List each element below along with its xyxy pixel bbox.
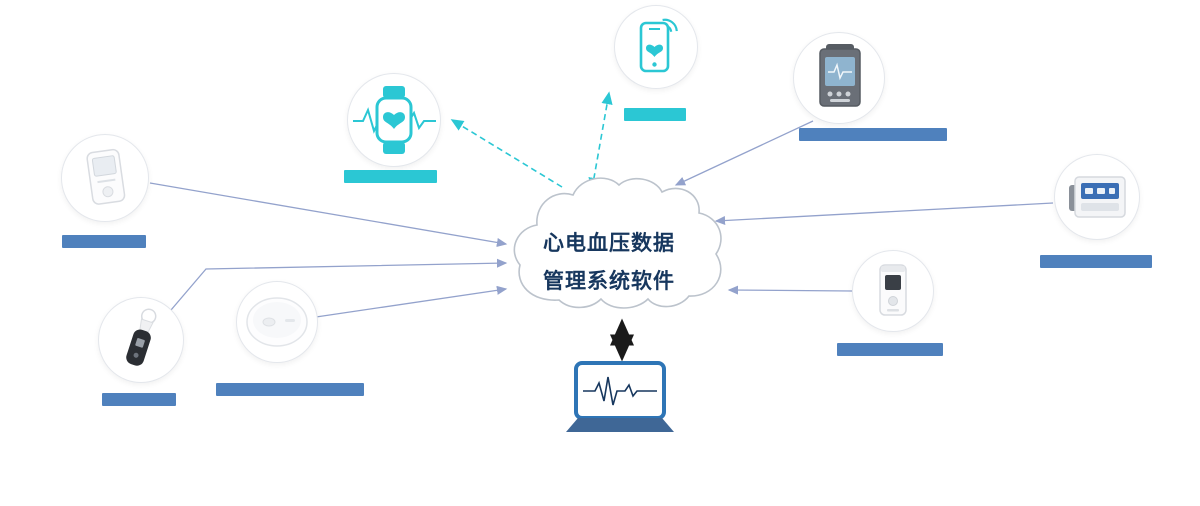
connector-ear-thermometer-to-cloud (170, 258, 508, 311)
wearable-patch-icon (246, 297, 308, 347)
node-smartwatch (347, 73, 441, 167)
patient-monitor-icon (819, 44, 861, 107)
label-smartwatch (344, 170, 437, 183)
node-holter-recorder (852, 250, 934, 332)
connector-bp-monitor-to-cloud (714, 202, 1054, 226)
node-blood-pressure-monitor (1054, 154, 1140, 240)
handheld-ecg-device-icon (86, 148, 126, 205)
node-patient-monitor (793, 32, 885, 124)
cloud-software-node: 心电血压数据 管理系统软件 (505, 172, 733, 327)
blood-pressure-monitor-icon (1069, 176, 1126, 218)
node-wearable-patch (236, 281, 318, 363)
connector-patient-monitor-to-cloud (674, 120, 814, 186)
laptop-ecg-icon (566, 361, 674, 432)
connector-handheld-ecg-to-cloud (149, 182, 508, 247)
label-wearable-patch (216, 383, 364, 396)
dashed-connector-cloud-to-smartphone (588, 91, 613, 191)
label-ear-thermometer (102, 393, 176, 406)
cloud-title: 心电血压数据 管理系统软件 (543, 224, 675, 300)
node-laptop-ecg (563, 360, 677, 438)
label-blood-pressure-monitor (1040, 255, 1152, 268)
dashed-connector-cloud-to-smartwatch (450, 119, 563, 188)
label-handheld-ecg-device (62, 235, 146, 248)
node-smartphone (614, 5, 698, 89)
label-patient-monitor (799, 128, 947, 141)
label-holter-recorder (837, 343, 943, 356)
cloud-title-line1: 心电血压数据 (543, 231, 675, 255)
connector-holter-to-cloud (727, 285, 853, 295)
smartphone-health-app-icon (639, 18, 678, 73)
node-handheld-ecg-device (61, 134, 149, 222)
cloud-title-line2: 管理系统软件 (543, 269, 675, 293)
label-smartphone (624, 108, 686, 121)
smartwatch-ecg-icon (353, 86, 436, 154)
cloud-shape (513, 177, 722, 309)
holter-recorder-icon (879, 264, 907, 316)
ear-thermometer-icon (126, 308, 157, 366)
node-ear-thermometer (98, 297, 184, 383)
connector-wearable-patch-to-cloud (315, 285, 508, 318)
